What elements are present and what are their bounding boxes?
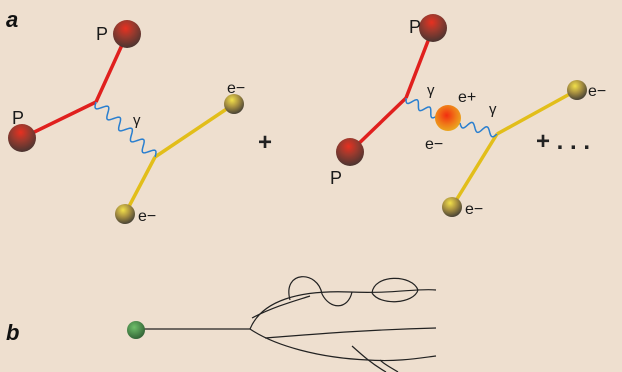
electron-label: e− <box>465 201 483 218</box>
diagram-single-exchange: P P e− e− γ <box>8 20 245 225</box>
photon-label: γ <box>427 82 435 99</box>
photon-label: γ <box>489 101 497 118</box>
electron-node <box>115 204 135 224</box>
proton-node <box>419 14 447 42</box>
tree-loop-left <box>288 276 323 301</box>
proton-node <box>113 20 141 48</box>
electron-line-in <box>123 156 157 215</box>
photon-wavy-line <box>405 98 438 119</box>
electron-line-out <box>154 102 235 159</box>
seed-node <box>127 321 145 339</box>
tree-branch-mid <box>264 327 437 339</box>
panel-a-label: a <box>6 7 18 32</box>
tree-branch-lower <box>249 328 437 362</box>
proton-node <box>336 138 364 166</box>
plus-ellipsis: + . . . <box>536 128 590 155</box>
tree-branch-fork-2 <box>379 359 399 372</box>
proton-label: P <box>12 108 24 128</box>
proton-label: P <box>330 168 342 188</box>
electron-line-out <box>496 88 578 136</box>
tree-loop-right-small <box>321 291 353 307</box>
electron-line-in <box>450 133 499 208</box>
positron-label: e+ <box>458 89 476 106</box>
photon-wavy-line <box>459 121 498 138</box>
electron-node <box>567 80 587 100</box>
diagram-vacuum-polarization: P P γ γ e+ e− e− e− <box>330 14 606 218</box>
plus-sign: + <box>258 129 272 156</box>
electron-node <box>442 197 462 217</box>
proton-label: P <box>96 24 108 44</box>
panel-b-label: b <box>6 320 19 345</box>
proton-node <box>8 124 36 152</box>
electron-label: e− <box>138 208 156 225</box>
tree-branch-inner <box>251 295 311 319</box>
tree-branch-upper <box>249 289 437 330</box>
branching-tree <box>136 276 437 372</box>
electron-positron-pair-node <box>435 105 461 131</box>
electron-node <box>224 94 244 114</box>
photon-wavy-line <box>94 101 157 158</box>
tree-loop-right <box>371 277 419 303</box>
electron-label: e− <box>588 83 606 100</box>
tree-branch-fork <box>351 345 387 372</box>
electron-label: e− <box>425 136 443 153</box>
proton-label: P <box>409 17 421 37</box>
photon-label: γ <box>133 112 141 129</box>
electron-label: e− <box>227 80 245 97</box>
